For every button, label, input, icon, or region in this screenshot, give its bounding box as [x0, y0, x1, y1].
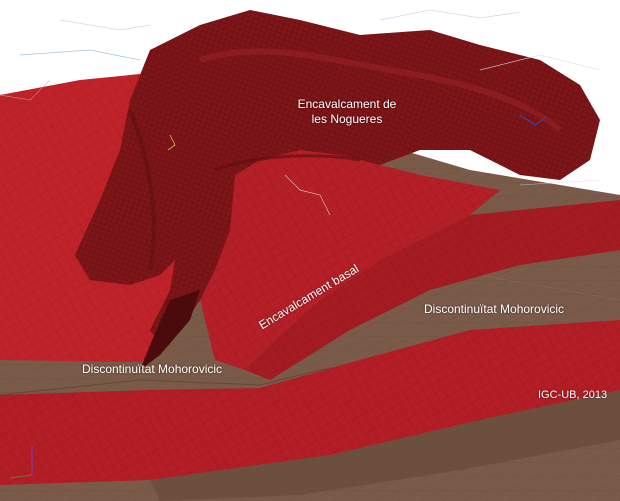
surface-traces: [167, 114, 601, 216]
horizon-traces: [0, 9, 601, 101]
label-moho-discontinuity-left: Discontinuïtat Mohorovicic: [82, 362, 223, 376]
label-nogueres-thrust-text: Encavalcament de les Nogueres: [297, 97, 397, 126]
axis-indicator-icon: [9, 445, 33, 479]
nogueres-thrust-surface: [75, 10, 600, 370]
label-nogueres-thrust: Encavalcament de les Nogueres: [282, 97, 412, 127]
label-moho-discontinuity-right: Discontinuïtat Mohorovicic: [424, 302, 565, 316]
credit-label: IGC-UB, 2013: [538, 389, 608, 401]
